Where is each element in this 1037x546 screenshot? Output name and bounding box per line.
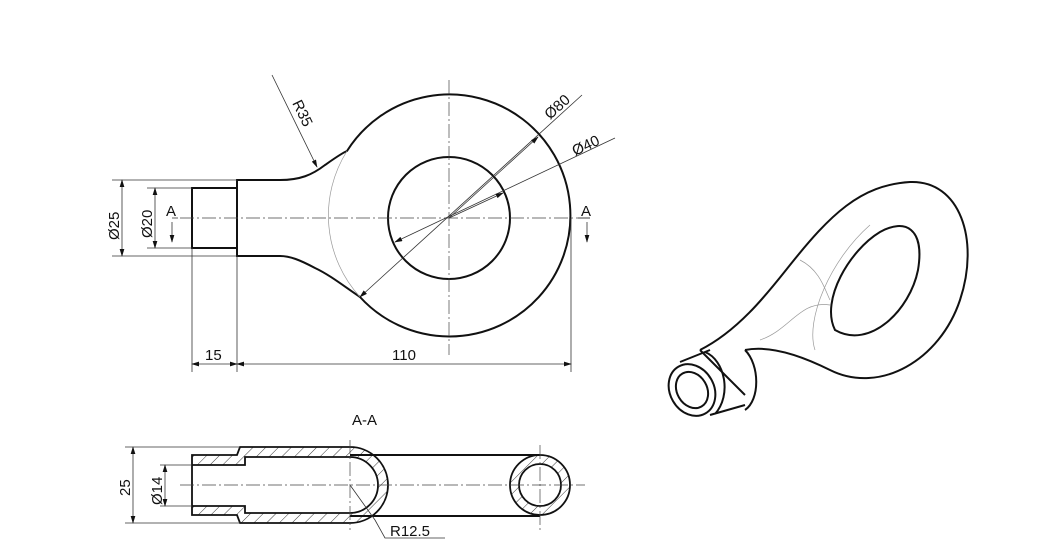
iso-eye-outline (699, 180, 969, 380)
dim-dia40-label: Ø40 (570, 132, 603, 159)
leader-r12-5 (349, 484, 445, 539)
iso-end-outer (667, 363, 717, 417)
dim-r35-label: R35 (288, 97, 315, 129)
isometric-view (667, 180, 969, 417)
iso-end-bore (674, 370, 710, 410)
dim-110-label: 110 (392, 347, 416, 364)
section-mark-right: A (581, 203, 591, 220)
construction-arc (328, 150, 361, 298)
dim-flange-label: Ø25 (106, 212, 123, 240)
dim-r12-5-label: R12.5 (390, 523, 430, 540)
leader-r35 (271, 74, 318, 168)
iso-hole (830, 225, 921, 337)
eye-outline (236, 93, 572, 338)
shank-lines (350, 454, 540, 517)
dim-15-label: 15 (205, 347, 222, 364)
leader-dia40 (394, 137, 616, 243)
section-mark-left: A (166, 203, 176, 220)
dim-14-label: Ø14 (149, 477, 166, 505)
leader-dia80 (359, 94, 583, 298)
dim-25-label: 25 (117, 479, 134, 496)
section-title: A-A (352, 412, 377, 429)
section-view: A-A 25 Ø14 R12.5 (117, 412, 585, 540)
dim-end-label: Ø20 (139, 210, 156, 238)
front-view: Ø25 Ø20 A A 15 110 R35 Ø80 Ø40 (106, 74, 616, 372)
dim-dia80-label: Ø80 (541, 91, 573, 123)
